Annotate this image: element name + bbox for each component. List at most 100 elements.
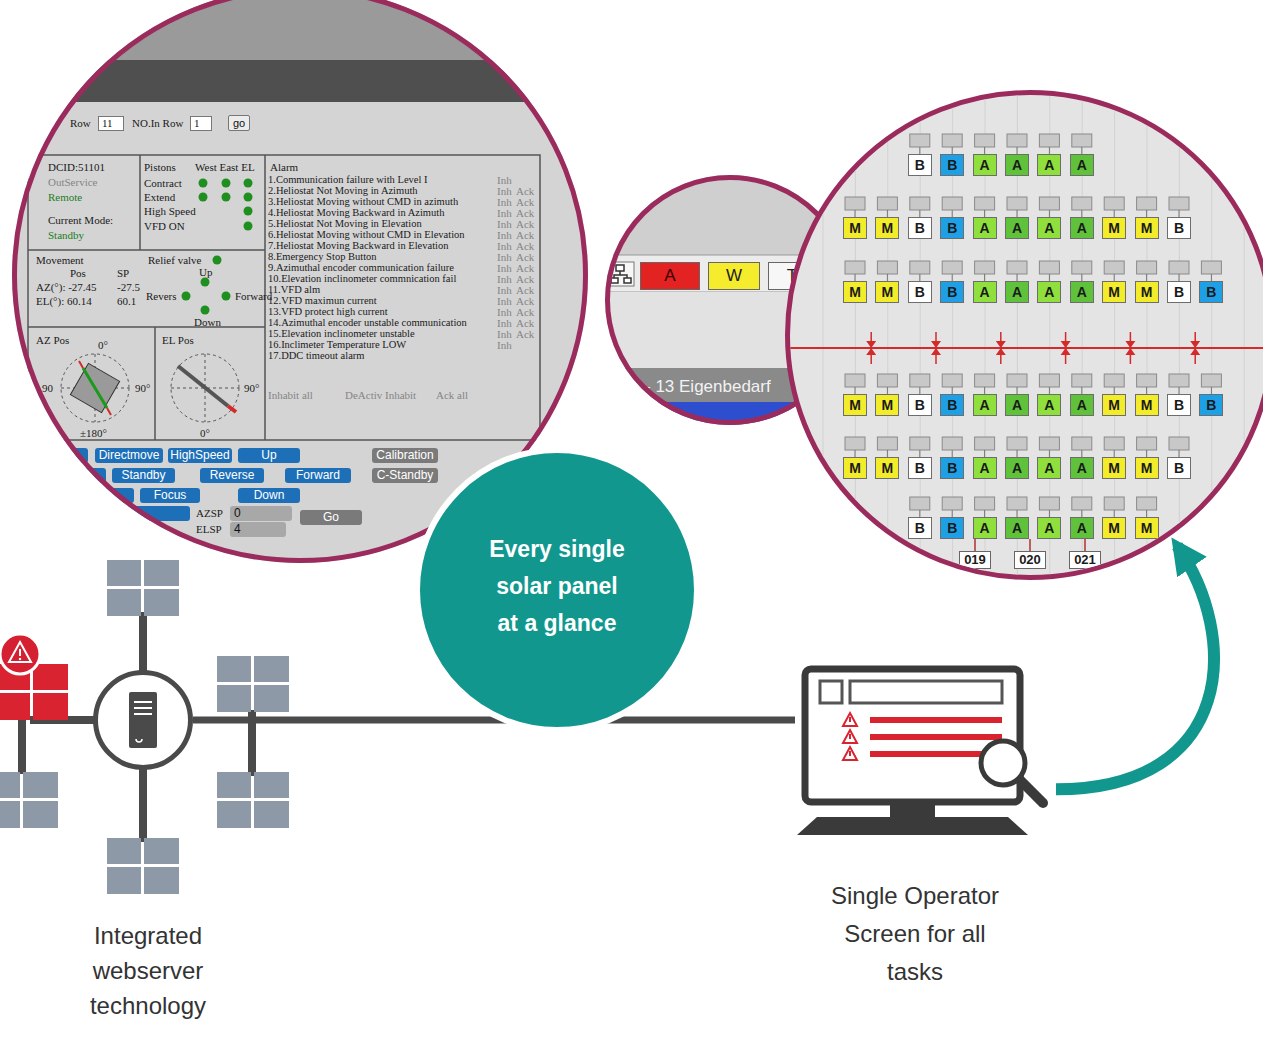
ui-label: 90° xyxy=(135,382,150,395)
grid-stroke xyxy=(1114,210,1115,217)
grid-stroke xyxy=(1146,450,1147,457)
ui-grey-label: Ack xyxy=(516,262,534,275)
panel-status-cell: A xyxy=(1070,281,1094,303)
string-number: 019 xyxy=(959,551,991,569)
grid-stroke xyxy=(1104,261,1124,274)
panel-status-cell: A xyxy=(973,154,997,176)
grid-stroke xyxy=(1049,274,1050,281)
solar-panel xyxy=(217,656,289,712)
grid-stroke xyxy=(975,374,995,387)
grid-stroke xyxy=(975,261,995,274)
grid-stroke xyxy=(823,95,824,575)
panel-status-cell: M xyxy=(843,457,867,479)
panel-status-cell: B xyxy=(908,154,932,176)
grid-stroke xyxy=(1190,341,1200,355)
input-field: 0 xyxy=(230,506,292,521)
solar-panel xyxy=(107,560,179,616)
caption-text: Integrated webserver technology xyxy=(63,918,233,1023)
computer-icon xyxy=(795,665,1050,840)
panel-status-cell: A xyxy=(1070,457,1094,479)
alarm-text: 15.Elevation inclinometer unstable xyxy=(268,328,415,340)
control-button: Calibration xyxy=(372,448,438,463)
grid-stroke xyxy=(790,347,1263,349)
panel-status-cell: A xyxy=(1005,517,1029,539)
grid-stroke xyxy=(870,332,872,364)
ui-grey-label: Inh xyxy=(497,306,512,319)
grid-stroke xyxy=(1072,497,1092,510)
ui-grey-label: Inh xyxy=(497,251,512,264)
solar-panel xyxy=(0,772,58,828)
go-button: go xyxy=(228,115,250,131)
ui-grey-label: Ack xyxy=(516,317,534,330)
grid-stroke xyxy=(919,387,920,394)
grid-stroke xyxy=(1007,374,1027,387)
grid-stroke xyxy=(1049,210,1050,217)
grid-stroke xyxy=(942,437,962,450)
grid-stroke xyxy=(845,197,865,210)
panel-status-cell: M xyxy=(875,394,899,416)
grid-stroke xyxy=(887,274,888,281)
panel-status-cell: A xyxy=(973,457,997,479)
string-number: 020 xyxy=(1014,551,1046,569)
panel-status-cell: B xyxy=(940,394,964,416)
caption-text: Single Operator Screen for all tasks xyxy=(815,877,1015,991)
grid-stroke xyxy=(1000,332,1002,364)
grid-stroke xyxy=(952,510,953,517)
ui-grey-label: Ack xyxy=(516,229,534,242)
panel-status-cell: A xyxy=(1037,517,1061,539)
ui-label: EL Pos xyxy=(162,334,194,347)
grid-stroke xyxy=(1029,539,1031,551)
grid-stroke xyxy=(919,147,920,154)
grid-stroke xyxy=(1081,147,1082,154)
grid-stroke xyxy=(1039,134,1059,147)
ui-grey-label: Ack xyxy=(516,185,534,198)
grid-stroke xyxy=(1007,261,1027,274)
status-text: Remote xyxy=(48,191,82,204)
panel-status-cell: M xyxy=(875,217,899,239)
dropdown-value: 1 xyxy=(190,116,212,131)
panel-status-cell: A xyxy=(973,517,997,539)
grid-stroke xyxy=(1007,437,1027,450)
panel-status-cell: B xyxy=(908,217,932,239)
panel-status-cell: A xyxy=(1070,394,1094,416)
grid-stroke xyxy=(1169,261,1189,274)
grid-stroke xyxy=(919,274,920,281)
ui-label: ±180° xyxy=(80,427,107,440)
server-hub: Integrated webserver technology xyxy=(93,670,193,770)
panel-status-cell: A xyxy=(1005,394,1029,416)
grid-stroke xyxy=(845,374,865,387)
alarm-filter-button: A xyxy=(640,262,700,290)
grid-stroke xyxy=(1146,274,1147,281)
grid-stroke xyxy=(1072,374,1092,387)
panel-status-cell: A xyxy=(1005,154,1029,176)
grid-stroke xyxy=(866,341,876,355)
ui-label: EL(°): 60.14 xyxy=(36,295,92,308)
panel-status-cell: B xyxy=(908,457,932,479)
grid-stroke xyxy=(919,210,920,217)
control-button: C-Standby xyxy=(372,468,438,483)
ui-label: VFD ON xyxy=(144,220,185,233)
grid-stroke xyxy=(877,261,897,274)
grid-stroke xyxy=(974,539,976,551)
ui-label: Contract xyxy=(144,177,182,190)
control-button: Standby xyxy=(112,468,175,483)
panel-status-cell: B xyxy=(1167,457,1191,479)
control-button: Go xyxy=(300,510,362,525)
operator-computer: Single Operator Screen for all tasks xyxy=(795,665,1050,840)
grid-stroke xyxy=(942,197,962,210)
grid-stroke xyxy=(1244,95,1245,575)
grid-stroke xyxy=(975,134,995,147)
grid-stroke xyxy=(1072,261,1092,274)
solar-panel xyxy=(217,772,289,828)
grid-stroke xyxy=(1017,510,1018,517)
panel-status-cell: B xyxy=(1167,217,1191,239)
grid-stroke xyxy=(1146,510,1147,517)
grid-stroke xyxy=(1201,261,1221,274)
alarm-text: 2.Heliostat Not Moving in Azimuth xyxy=(268,185,418,197)
grid-stroke xyxy=(1146,387,1147,394)
panel-status-cell: B xyxy=(1167,281,1191,303)
alarm-text: 13.VFD protect high current xyxy=(268,306,388,318)
ui-label: DCID:51101 xyxy=(48,161,105,174)
panel-status-cell: A xyxy=(973,217,997,239)
grid-stroke xyxy=(1114,274,1115,281)
